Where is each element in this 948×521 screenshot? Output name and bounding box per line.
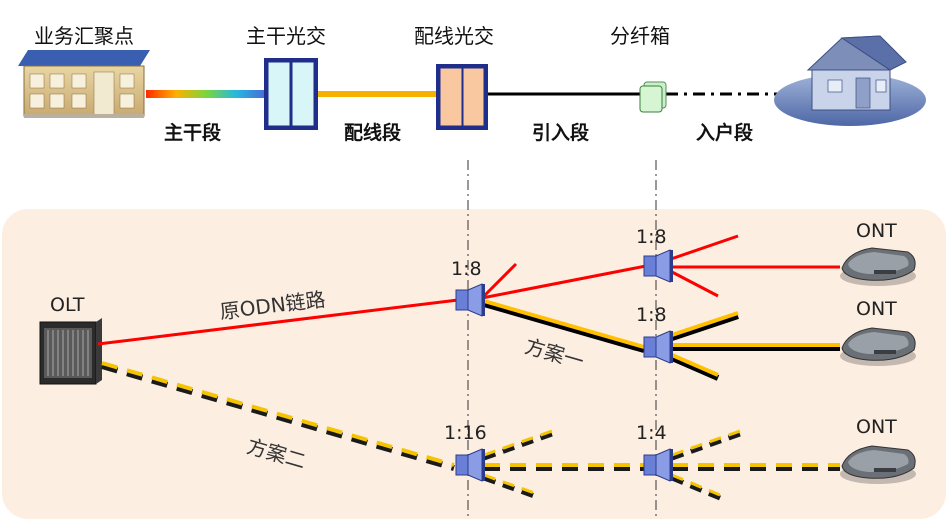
plan2-path bbox=[101, 361, 840, 501]
trunk-cabinet-icon bbox=[264, 58, 318, 130]
segment-label-home: 入户段 bbox=[696, 122, 754, 144]
olt-label: OLT bbox=[50, 294, 85, 316]
segment-label-distribution: 配线段 bbox=[344, 122, 402, 144]
node-label-aggregation-point: 业务汇聚点 bbox=[34, 24, 134, 48]
olt-icon bbox=[39, 318, 102, 385]
top-section bbox=[18, 35, 926, 130]
node-label-fiber-box: 分纤箱 bbox=[610, 24, 670, 48]
ont-label: ONT bbox=[856, 220, 897, 242]
building-icon bbox=[18, 50, 150, 118]
splitter-ratio-label: 1:8 bbox=[636, 226, 667, 248]
splitter-ratio-label: 1:8 bbox=[451, 258, 482, 280]
distribution-fiber bbox=[318, 91, 440, 97]
node-label-trunk-cabinet: 主干光交 bbox=[246, 24, 326, 48]
plan1-path bbox=[483, 299, 840, 381]
ont-label: ONT bbox=[856, 298, 897, 320]
ont-label: ONT bbox=[856, 416, 897, 438]
splitter-ratio-label: 1:8 bbox=[636, 304, 667, 326]
house-icon bbox=[774, 35, 926, 126]
segment-label-drop: 引入段 bbox=[532, 122, 590, 144]
splitter-ratio-label: 1:4 bbox=[636, 422, 667, 444]
node-label-distribution-cabinet: 配线光交 bbox=[414, 24, 494, 48]
segment-label-trunk: 主干段 bbox=[164, 122, 222, 144]
original-odn-path bbox=[97, 234, 840, 346]
trunk-fiber bbox=[146, 90, 266, 98]
distribution-cabinet-icon bbox=[436, 64, 488, 130]
splitter-ratio-label: 1:16 bbox=[444, 422, 487, 444]
fiber-box-icon bbox=[639, 81, 667, 113]
